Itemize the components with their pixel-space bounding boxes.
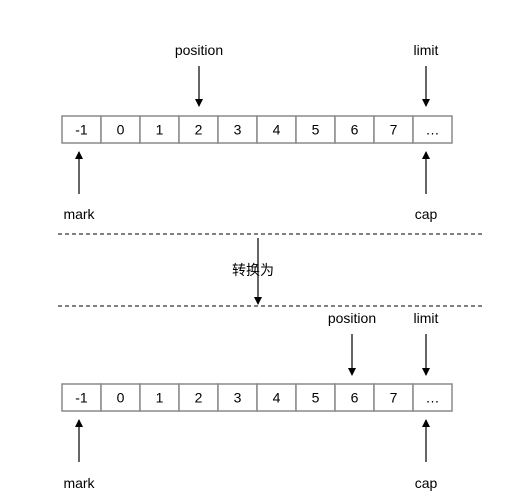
- top-buffer-cell-label: 7: [390, 122, 398, 138]
- top-buffer-cell-label: 1: [156, 122, 164, 138]
- bottom-buffer-cell-label: 5: [312, 390, 320, 406]
- bottom-buffer-cell: [412, 383, 453, 412]
- top-buffer-cell-label: 6: [351, 122, 359, 138]
- bottom-buffer-cell-label: 3: [234, 390, 242, 406]
- top-buffer-cell-label: …: [426, 122, 440, 138]
- top-buffer-cell: [217, 115, 258, 144]
- top-buffer-cell-label: 4: [273, 122, 281, 138]
- bottom-buffer-cell-label: 0: [117, 390, 125, 406]
- top-position-label: position: [175, 42, 223, 58]
- bottom-buffer-cell: [373, 383, 414, 412]
- transition-label: 转换为: [232, 262, 274, 279]
- top-buffer-cell-label: 3: [234, 122, 242, 138]
- top-buffer-cell: [295, 115, 336, 144]
- bottom-buffer-cell-label: 2: [195, 390, 203, 406]
- bottom-buffer-cell: [139, 383, 180, 412]
- top-buffer-cell: [334, 115, 375, 144]
- top-buffer-cell: [373, 115, 414, 144]
- bottom-position-label: position: [328, 310, 376, 326]
- top-limit-label: limit: [414, 42, 439, 58]
- bottom-buffer-cells: -1 0 1 2 3 4 5 6 7 …: [61, 383, 453, 412]
- top-cap-label: cap: [415, 206, 438, 222]
- top-buffer-cell: [100, 115, 141, 144]
- transition-section: 转换为: [58, 233, 484, 307]
- top-buffer-cell-label: -1: [75, 122, 88, 138]
- bottom-cap-label: cap: [415, 475, 438, 491]
- bottom-mark-label: mark: [63, 475, 95, 491]
- top-buffer-cell: [139, 115, 180, 144]
- bottom-buffer-cell: [61, 383, 102, 412]
- bottom-buffer-cell-label: 7: [390, 390, 398, 406]
- bottom-buffer-cell-label: 6: [351, 390, 359, 406]
- bottom-buffer-cell-label: 4: [273, 390, 281, 406]
- bottom-limit-label: limit: [414, 310, 439, 326]
- bottom-buffer-cell-label: -1: [75, 390, 88, 406]
- bottom-buffer-cell-label: …: [426, 390, 440, 406]
- bottom-buffer: -1 0 1 2 3 4 5 6 7 … position limit mark cap: [61, 310, 453, 491]
- top-buffer-cell: [412, 115, 453, 144]
- top-buffer-cell: [61, 115, 102, 144]
- bottom-buffer-cell: [178, 383, 219, 412]
- top-buffer: -1 0 1 2 3 4 5 6 7 … position limit mark cap: [61, 42, 453, 222]
- top-buffer-cell-label: 5: [312, 122, 320, 138]
- bottom-buffer-cell: [256, 383, 297, 412]
- bottom-buffer-cell-label: 1: [156, 390, 164, 406]
- top-mark-label: mark: [63, 206, 95, 222]
- top-buffer-cells: -1 0 1 2 3 4 5 6 7 …: [61, 115, 453, 144]
- bottom-buffer-cell: [217, 383, 258, 412]
- top-buffer-cell-label: 0: [117, 122, 125, 138]
- top-buffer-cell-label: 2: [195, 122, 203, 138]
